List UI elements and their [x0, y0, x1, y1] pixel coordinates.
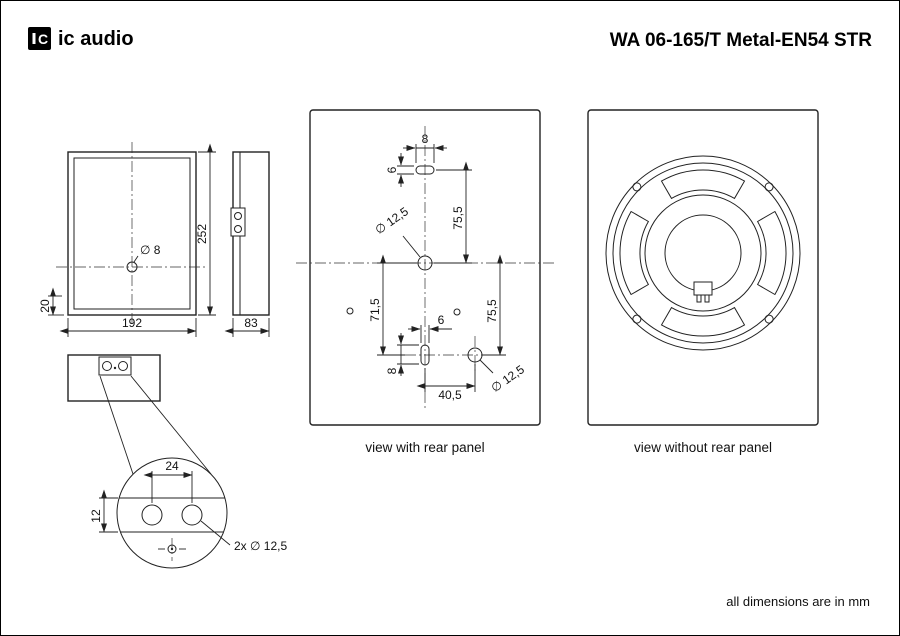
- detail-dim-height: 12: [89, 509, 103, 523]
- rivet-left: [346, 307, 354, 315]
- front-dim-height: 252: [195, 224, 209, 244]
- speaker-screw-bl: [632, 314, 642, 324]
- front-hole-label: ∅ 8: [140, 243, 161, 257]
- terminal-hole-left: [141, 504, 163, 526]
- detail-dim-spacing: 24: [165, 459, 179, 473]
- rear-dim-slot-bottom-height: 8: [385, 367, 399, 374]
- keyhole-slot-bottom: [420, 344, 430, 366]
- rear-dim-bottom-right: 75,5: [485, 299, 499, 323]
- terminal-hole-right: [181, 504, 203, 526]
- rear-panel-view: 8 6 75,5 ∅ 12,5 71,5 6 8: [296, 109, 556, 455]
- basket-opening-right: [756, 210, 787, 296]
- top-view: [67, 354, 212, 475]
- detail-holes-label: 2x ∅ 12,5: [234, 539, 287, 553]
- terminal-block-top: [98, 356, 132, 376]
- mounting-hole: [126, 261, 138, 273]
- units-note: all dimensions are in mm: [726, 594, 870, 609]
- rear-dim-left: 71,5: [368, 298, 382, 322]
- speaker-terminal: [693, 281, 713, 296]
- speaker-screw-br: [764, 314, 774, 324]
- speaker-view-caption: view without rear panel: [634, 440, 772, 455]
- speaker-view: view without rear panel: [587, 109, 819, 455]
- rear-dim-slot-top-width: 8: [422, 132, 429, 146]
- side-dim-depth: 83: [244, 316, 258, 330]
- logo-mark-icon: [28, 27, 51, 50]
- front-view: ∅ 8 252 192 20: [38, 142, 216, 337]
- page-title: WA 06-165/T Metal-EN54 STR: [610, 30, 872, 51]
- speaker-frame-outer: [605, 155, 801, 351]
- rear-dim-slot-top-height: 6: [385, 166, 399, 173]
- side-view: 83: [224, 151, 270, 337]
- brand-logo: C ic audio: [28, 27, 134, 50]
- basket-opening-bottom: [660, 306, 746, 337]
- rivet-right: [453, 308, 461, 316]
- front-dim-bottom: 20: [38, 299, 52, 313]
- basket-opening-top: [660, 169, 746, 200]
- speaker-cone: [644, 194, 762, 312]
- rear-view-caption: view with rear panel: [365, 440, 484, 455]
- detail-balloon: [116, 457, 228, 569]
- front-dim-width: 192: [122, 316, 142, 330]
- speaker-gasket: [612, 162, 794, 344]
- logo-glyph: C: [38, 31, 48, 47]
- speaker-screw-tl: [632, 182, 642, 192]
- terminal-detail-view: 24 12 2x ∅ 12,5: [89, 457, 287, 569]
- basket-opening-left: [619, 210, 650, 296]
- rear-dim-top-right: 75,5: [451, 206, 465, 230]
- logo-bar-icon: [32, 33, 36, 44]
- speaker-screw-tr: [764, 182, 774, 192]
- logo-text: ic audio: [58, 28, 134, 50]
- rear-hole-center: [417, 255, 433, 271]
- rear-dim-bottom-span: 40,5: [438, 388, 462, 402]
- rear-dim-slot-bottom-width: 6: [438, 313, 445, 327]
- keyhole-slot-top: [415, 165, 435, 175]
